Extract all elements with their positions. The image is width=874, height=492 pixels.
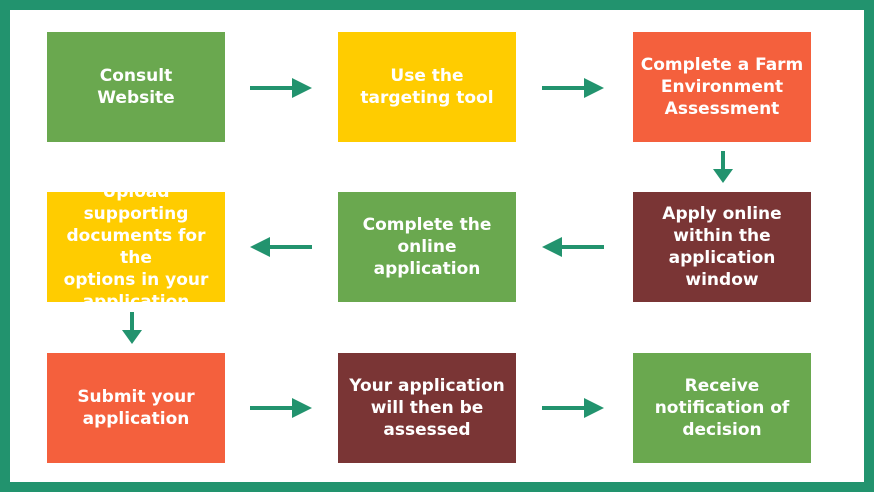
step-label: Receive notification of decision [654, 376, 790, 440]
step-application-assessed: Your application will then be assessed [338, 353, 516, 463]
diagram-frame: Consult Website Use the targeting tool C… [10, 10, 864, 482]
step-label: Your application will then be assessed [349, 376, 505, 440]
step-consult-website: Consult Website [47, 32, 225, 142]
step-receive-notification: Receive notification of decision [633, 353, 811, 463]
step-apply-online: Apply online within the application wind… [633, 192, 811, 302]
step-upload-documents: Upload supporting documents for the opti… [47, 182, 225, 312]
step-submit-application: Submit your application [47, 353, 225, 463]
arrow-right-icon [250, 398, 312, 418]
arrow-left-icon [542, 237, 604, 257]
step-use-targeting-tool: Use the targeting tool [338, 32, 516, 142]
step-label: Complete the online application [362, 215, 492, 279]
step-complete-online-application: Complete the online application [338, 192, 516, 302]
step-label: Consult Website [97, 66, 175, 108]
step-label: Complete a Farm Environment Assessment [640, 55, 804, 119]
arrow-right-icon [542, 78, 604, 98]
step-label: Upload supporting documents for the opti… [63, 182, 209, 312]
step-label: Submit your application [77, 387, 195, 429]
arrow-left-icon [250, 237, 312, 257]
step-complete-farm-assessment: Complete a Farm Environment Assessment [633, 32, 811, 142]
arrow-down-icon [713, 151, 733, 183]
arrow-right-icon [542, 398, 604, 418]
arrow-right-icon [250, 78, 312, 98]
step-label: Apply online within the application wind… [662, 204, 782, 290]
arrow-down-icon [122, 312, 142, 344]
step-label: Use the targeting tool [360, 66, 494, 108]
